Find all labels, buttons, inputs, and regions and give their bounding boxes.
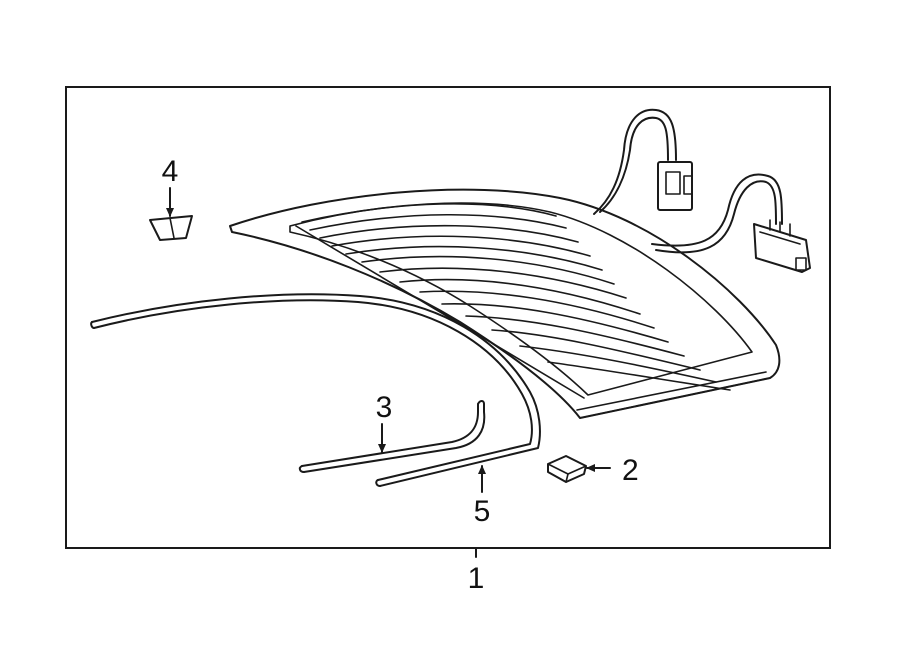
callout-5: 5	[474, 495, 491, 528]
outer-molding	[90, 293, 541, 487]
callout-4: 4	[162, 155, 179, 188]
clip-part-4	[149, 215, 193, 241]
callout-2: 2	[622, 454, 639, 487]
diagram-frame	[65, 86, 831, 549]
connector-a	[657, 161, 693, 211]
rear-glass	[229, 188, 781, 419]
callout-1: 1	[468, 562, 485, 595]
defroster-grid	[301, 203, 731, 391]
block-part-2	[547, 455, 587, 483]
connector-b	[753, 219, 811, 273]
wire-harness	[593, 108, 811, 273]
callout-3: 3	[376, 391, 393, 424]
molding-part-3	[298, 400, 486, 473]
